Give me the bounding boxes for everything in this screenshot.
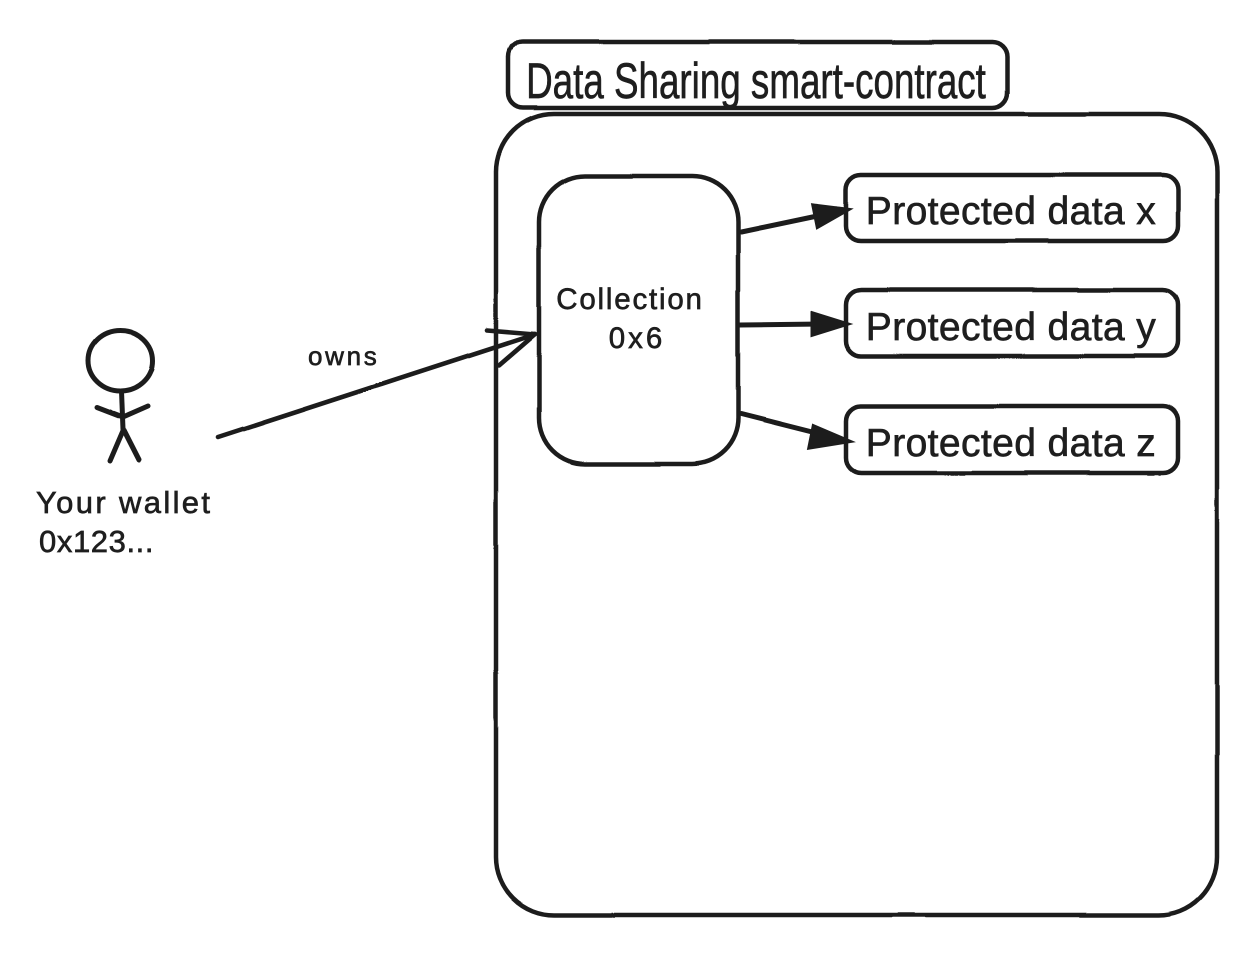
svg-text:owns: owns	[308, 341, 380, 371]
svg-text:Collection: Collection	[556, 283, 704, 316]
svg-text:0x6: 0x6	[609, 322, 666, 355]
svg-text:Protected data x: Protected data x	[866, 190, 1157, 233]
svg-text:Protected data z: Protected data z	[866, 422, 1156, 465]
svg-text:Protected data y: Protected data y	[866, 306, 1157, 349]
svg-text:Data Sharing smart-contract: Data Sharing smart-contract	[526, 54, 986, 110]
svg-text:Your wallet: Your wallet	[36, 485, 212, 520]
svg-text:0x123...: 0x123...	[39, 524, 154, 559]
